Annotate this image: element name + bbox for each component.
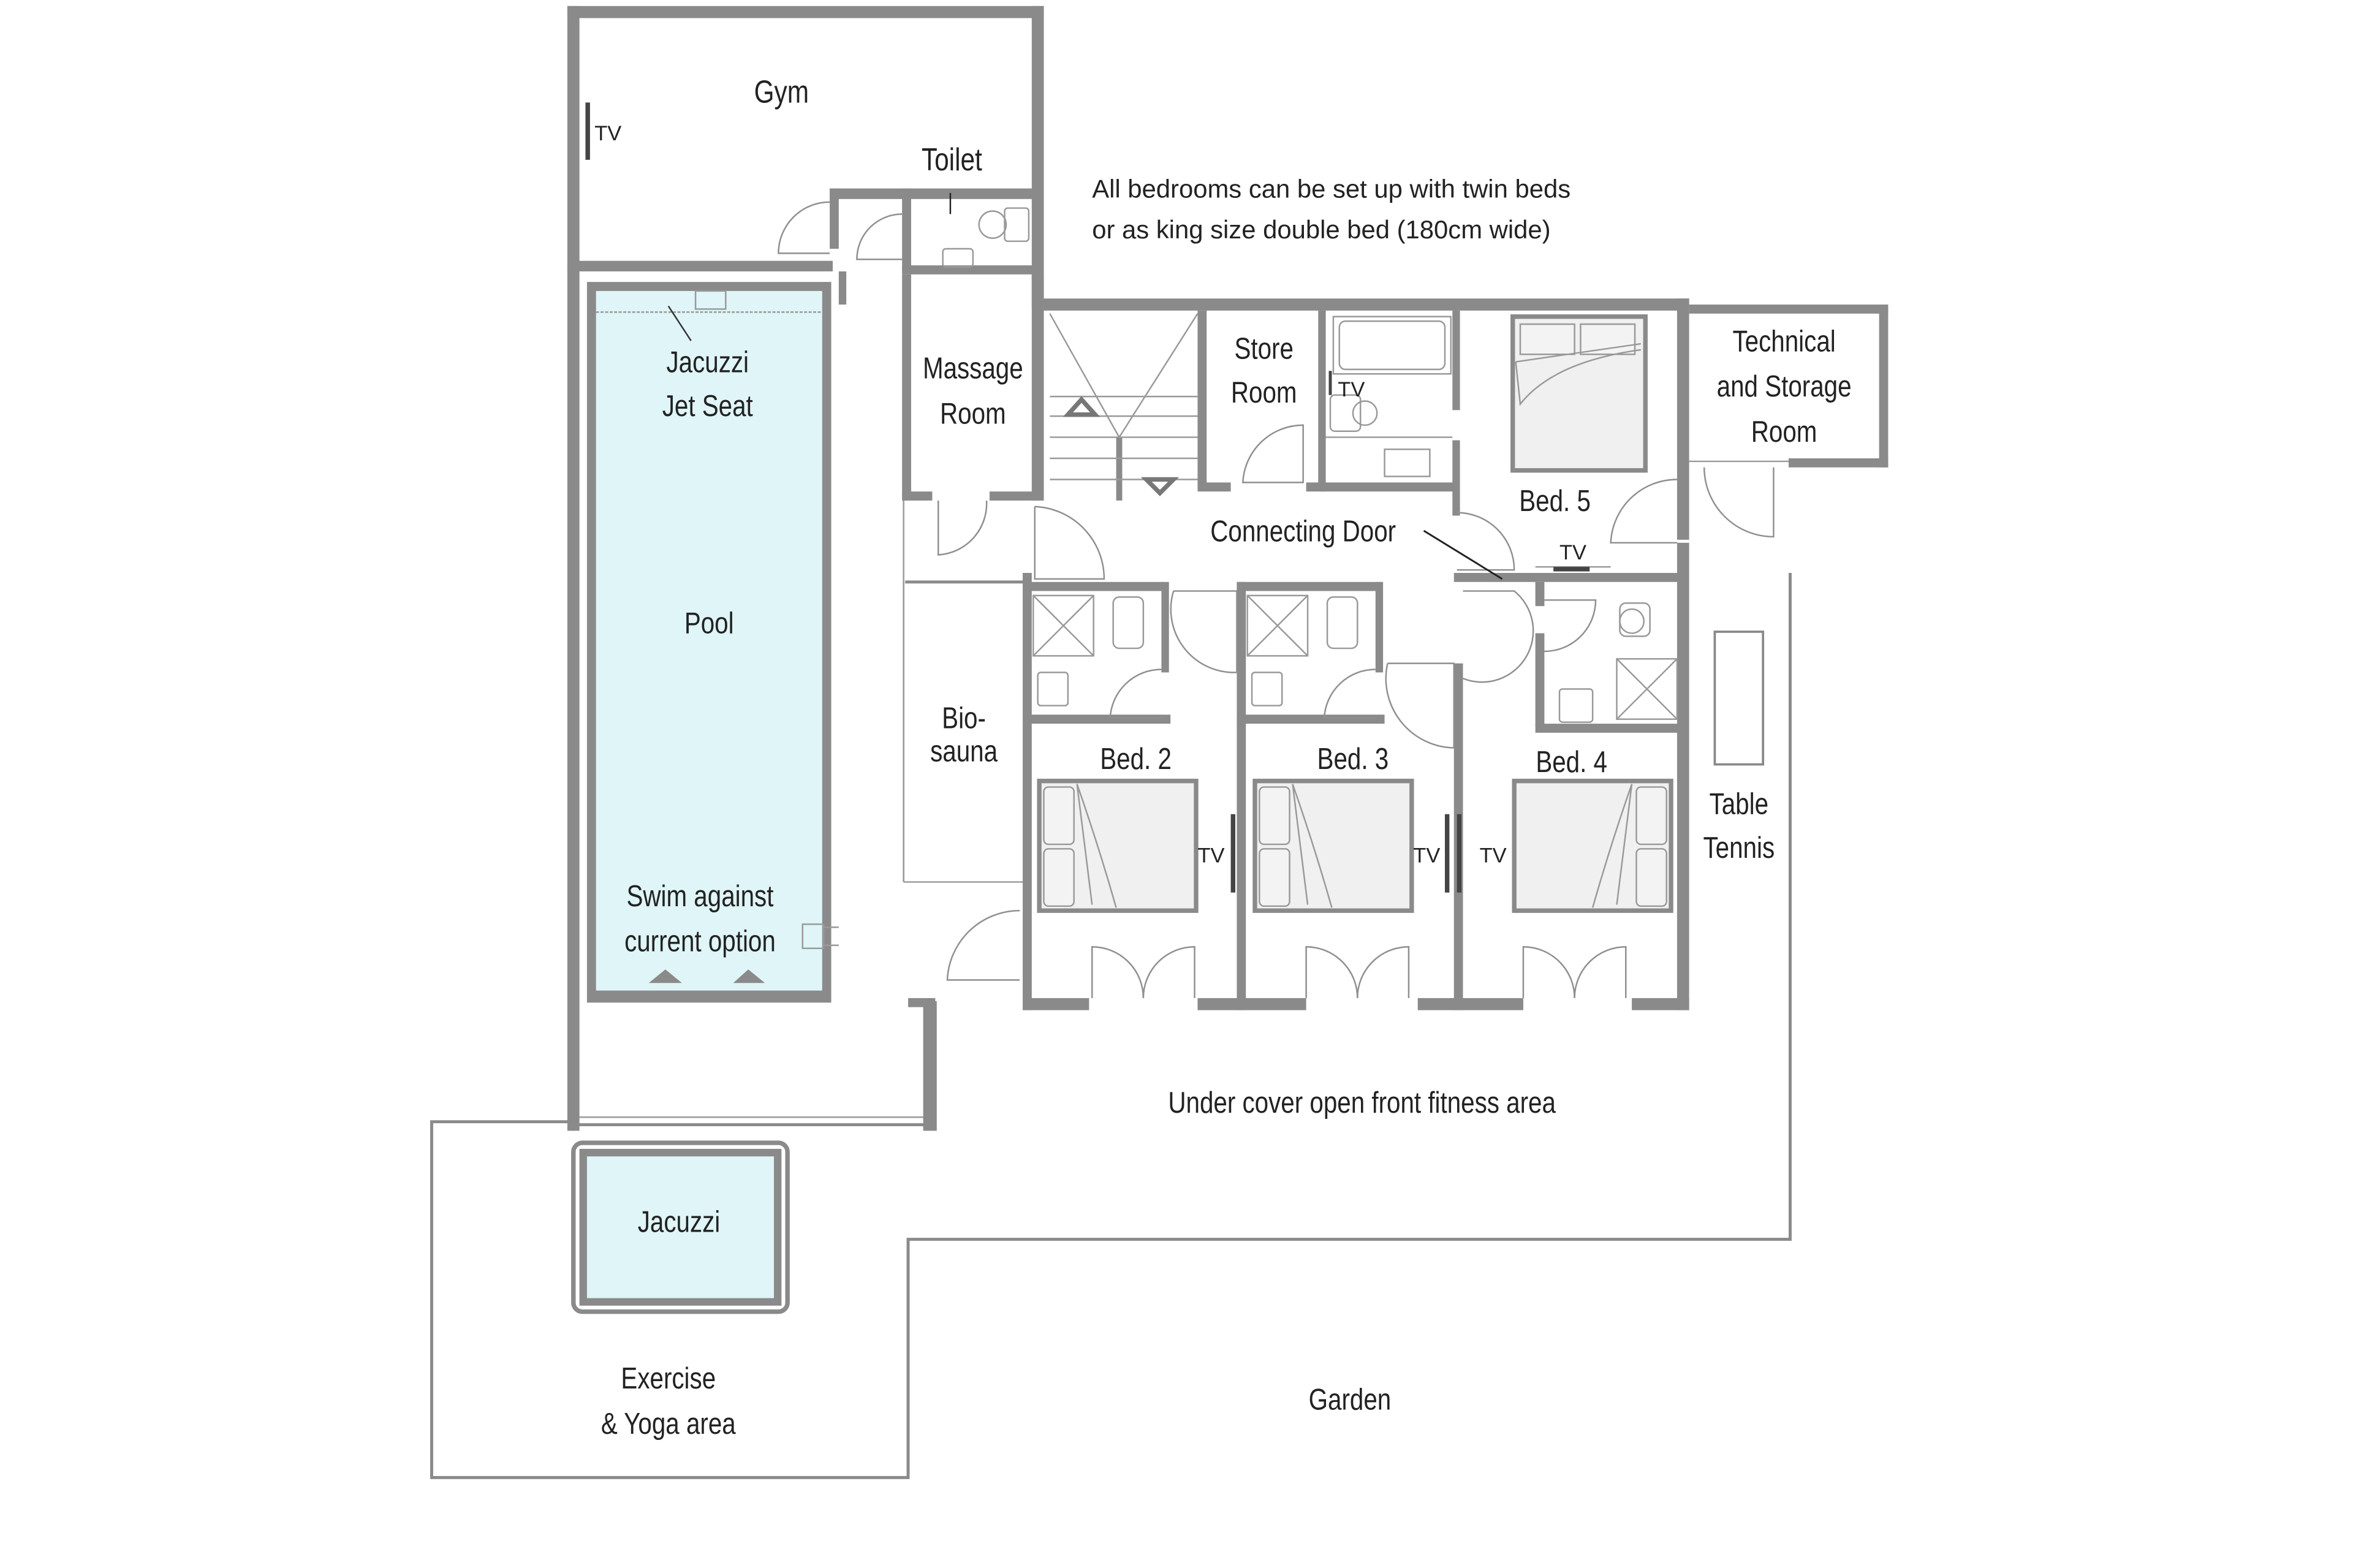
label-store-room-2: Room [1231,375,1297,409]
tv-label: TV [1559,541,1586,564]
bedroom-note-line1: All bedrooms can be set up with twin bed… [1092,174,1571,203]
label-toilet: Toilet [922,142,982,178]
tv-label: TV [1338,378,1365,401]
label-swim-current: Swim against [626,879,773,913]
label-bed5: Bed. 5 [1519,483,1591,518]
label-exercise-yoga-2: & Yoga area [601,1406,737,1441]
bedroom-4 [1457,581,1680,998]
label-connecting-door: Connecting Door [1210,514,1396,548]
bedroom-3 [1237,581,1455,998]
tv-icon [1553,567,1590,572]
label-jet-seat: Jacuzzi [666,345,749,379]
tv-icon [585,102,590,160]
bedroom-5 [1423,314,1677,580]
pool [586,282,839,1003]
label-bed4: Bed. 4 [1536,744,1607,779]
label-table-tennis-2: Tennis [1703,830,1775,865]
stairs-down-icon [1140,477,1179,496]
label-store-room: Store [1234,331,1293,366]
store-room [1197,310,1457,492]
label-fitness-area: Under cover open front fitness area [1168,1085,1556,1119]
label-bed2: Bed. 2 [1100,741,1172,776]
tv-icon [1457,814,1462,893]
staircase [1049,313,1199,501]
label-bed3: Bed. 3 [1317,741,1389,776]
label-technical-3: Room [1751,414,1817,449]
labels: Gym Toilet All bedrooms can be set up wi… [601,74,1852,1441]
step-marker-icon [648,969,682,983]
bathroom-bed5 [1325,310,1460,516]
label-pool: Pool [684,606,734,640]
massage-room [902,274,1044,556]
tv-icon [1230,814,1235,893]
tv-label: TV [594,122,621,145]
tv-label: TV [1480,844,1507,867]
tv-label: TV [1413,844,1440,867]
bedroom-2 [1023,581,1238,998]
label-exercise-yoga: Exercise [621,1361,716,1395]
label-gym: Gym [754,74,809,110]
technical-storage-room [1689,305,1889,538]
jacuzzi [571,1140,790,1314]
label-table-tennis: Table [1710,787,1768,821]
label-massage-room: Massage [923,351,1023,385]
main-walls [1023,298,1689,1010]
label-jet-seat-2: Jet Seat [662,388,753,423]
label-bio-sauna-2: sauna [930,734,998,768]
label-technical: Technical [1732,324,1835,358]
stairs-up-icon [1063,396,1101,417]
tv-icon [1444,814,1450,893]
label-technical-2: and Storage [1717,369,1852,403]
label-massage-room-2: Room [940,396,1006,431]
tv-icon [1328,371,1332,395]
label-swim-current-2: current option [624,924,776,958]
step-marker-icon [733,969,765,983]
label-jacuzzi: Jacuzzi [638,1204,721,1238]
garden-outline [430,573,1792,1479]
table-tennis-table [1713,631,1765,766]
tv-labels: TV TV TV TV TV TV [594,122,1586,868]
pool-enclosure [567,271,937,1131]
bedroom-note-line2: or as king size double bed (180cm wide) [1092,215,1550,244]
tv-label: TV [1197,844,1224,867]
label-garden: Garden [1309,1382,1392,1417]
label-bio-sauna: Bio- [942,701,986,735]
gym-room [567,6,1044,308]
